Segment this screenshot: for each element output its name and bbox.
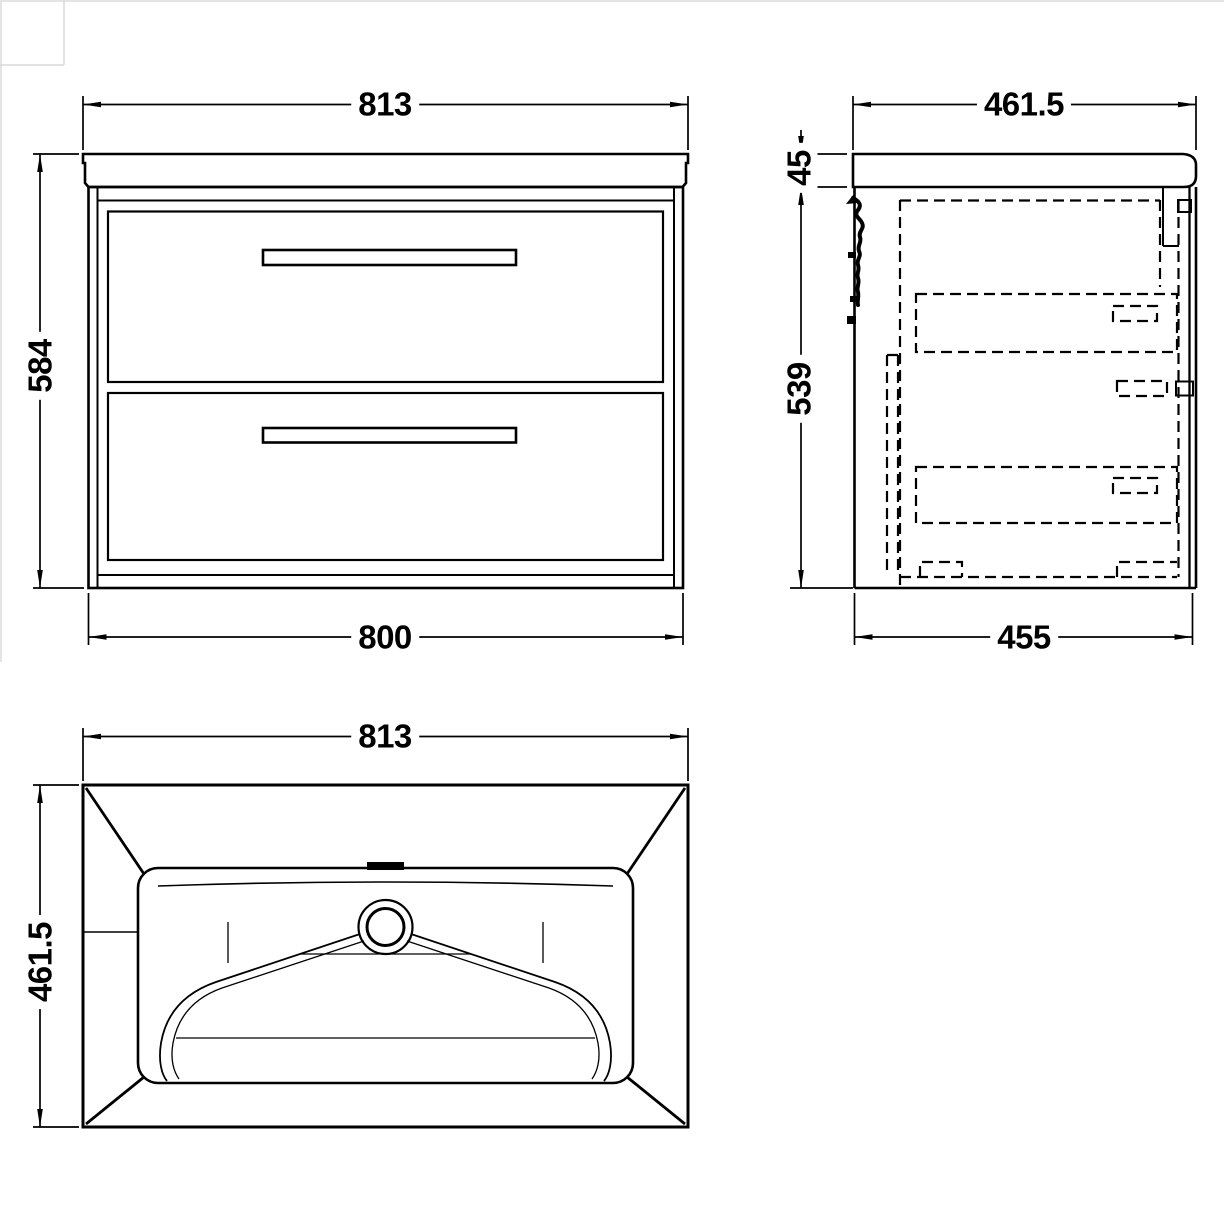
dim-label-front-height: 584	[21, 332, 59, 400]
side-countertop	[851, 152, 1198, 189]
dim-label-side-top-thickness: 45	[780, 143, 818, 193]
side-runner-notch	[1175, 380, 1194, 397]
plan-overflow-slot	[367, 862, 404, 870]
side-wall-fixing-detail	[846, 194, 865, 324]
dim-label-plan-depth: 461.5	[21, 914, 59, 1010]
dim-label-plan-width: 813	[351, 717, 419, 755]
plan-tap-hole-inner	[365, 907, 406, 947]
side-view-drawing	[790, 96, 1198, 645]
side-hidden-lines	[885, 199, 1180, 588]
plan-corner-bevels	[84, 787, 687, 1126]
scan-edge-left	[0, 0, 2, 662]
front-countertop	[81, 152, 690, 189]
plan-basin-outer	[81, 783, 690, 1129]
plan-rim-inner-edge	[157, 881, 614, 887]
front-handle-bottom	[261, 426, 518, 444]
plan-view-drawing	[33, 728, 690, 1129]
dim-label-side-body-height: 539	[780, 355, 818, 423]
dim-label-front-width-bottom: 800	[351, 618, 419, 656]
front-drawer-bottom	[106, 391, 665, 562]
front-cabinet-frame	[96, 187, 675, 588]
side-top-bracket	[1162, 187, 1192, 247]
front-handle-top	[261, 248, 518, 267]
scan-edge-top	[0, 0, 1224, 2]
front-drawer-top	[106, 210, 665, 384]
dim-label-front-width-top: 813	[351, 85, 419, 123]
dim-label-side-depth-top: 461.5	[976, 85, 1072, 123]
dim-label-side-depth-bottom: 455	[990, 618, 1058, 656]
front-cabinet-body	[87, 185, 685, 590]
side-cabinet-outline	[853, 187, 1198, 590]
plan-bowl-contours	[159, 933, 612, 1082]
front-view-drawing	[33, 96, 690, 645]
plan-bowl-contours-inner	[171, 922, 600, 1080]
scan-artifact-corner	[0, 0, 65, 66]
